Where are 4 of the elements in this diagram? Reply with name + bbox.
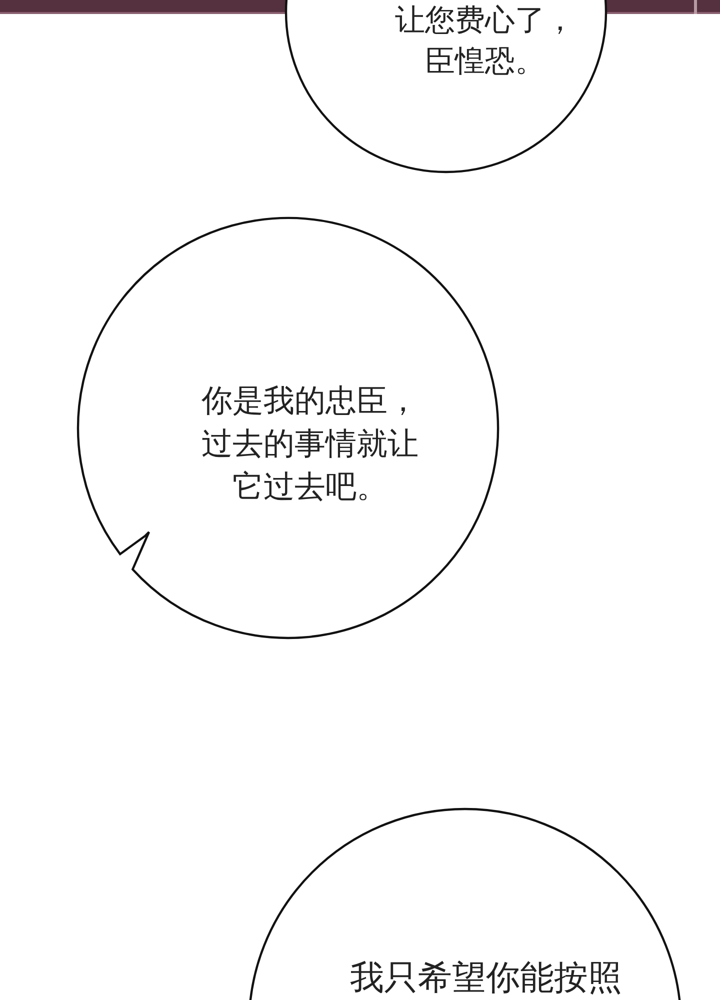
speech-text: 你是我的忠臣，过去的事情就让它过去吧。	[200, 382, 420, 507]
speech-text: 让您费心了，臣惶恐。	[394, 2, 576, 82]
speech-bubble	[78, 218, 498, 638]
speech-text: 我只希望你能按照	[349, 957, 623, 1000]
